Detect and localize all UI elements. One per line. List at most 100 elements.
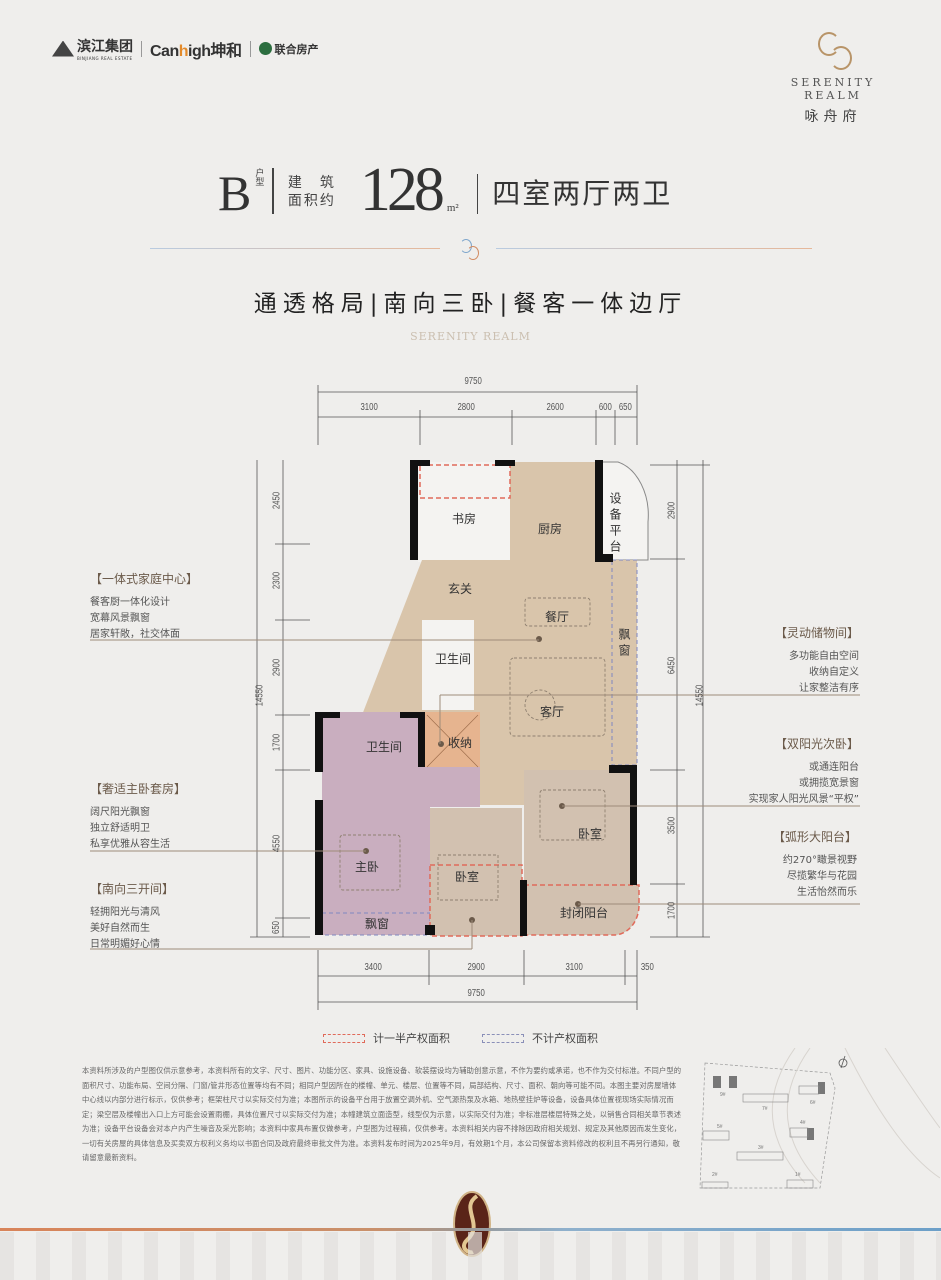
svg-text:1#: 1# bbox=[795, 1172, 801, 1178]
room-storage: 收纳 bbox=[448, 736, 473, 750]
callout-line: 私享优雅从容生活 bbox=[90, 839, 170, 850]
union-mark-icon bbox=[258, 42, 272, 55]
room-bay-window-right: 飘窗 bbox=[617, 628, 631, 660]
divider-line bbox=[496, 248, 812, 249]
callout-line: 实现家人阳光风景“平权” bbox=[748, 794, 859, 805]
callout-line: 阔尺阳光飘窗 bbox=[90, 807, 150, 818]
room-master-bedroom: 主卧 bbox=[355, 860, 380, 874]
title-divider bbox=[476, 174, 479, 214]
room-bedroom-middle: 卧室 bbox=[455, 870, 480, 884]
dim-left-seg: 1700 bbox=[271, 733, 283, 752]
site-building-label: 9# bbox=[720, 1092, 726, 1098]
dim-left-seg: 650 bbox=[270, 920, 282, 935]
callout-line: 轻拥阳光与清风 bbox=[90, 907, 160, 918]
divider-emblem-icon bbox=[459, 238, 479, 260]
callout-line: 宽幕风景飘窗 bbox=[90, 613, 150, 624]
dim-left-seg: 4550 bbox=[271, 834, 283, 853]
callout-line: 收纳自定义 bbox=[809, 667, 859, 678]
logo-separator bbox=[141, 40, 142, 57]
callout-line: 尽揽繁华与花园 bbox=[787, 871, 857, 882]
svg-text:6#: 6# bbox=[810, 1100, 816, 1106]
dim-right-seg: 6450 bbox=[666, 656, 678, 675]
dim-right-seg: 3500 bbox=[666, 816, 678, 835]
svg-text:3#: 3# bbox=[758, 1145, 764, 1151]
dim-right-seg: 1700 bbox=[666, 901, 678, 920]
footer-pattern bbox=[0, 1232, 941, 1280]
callout-line: 独立舒适明卫 bbox=[90, 823, 150, 834]
room-dining: 餐厅 bbox=[545, 610, 570, 624]
layout-type: 四室两厅两卫 bbox=[492, 177, 673, 210]
dim-bottom-seg: 3100 bbox=[565, 962, 583, 973]
dim-left-total: 14550 bbox=[254, 684, 266, 707]
title-divider bbox=[272, 168, 274, 214]
dim-top-seg: 2800 bbox=[457, 402, 475, 413]
canhigh-logo: Canhigh坤和 bbox=[150, 37, 242, 61]
brand-en: SERENITY REALM bbox=[790, 76, 876, 102]
callout-line: 多功能自由空间 bbox=[789, 651, 859, 662]
area-unit: m² bbox=[446, 202, 459, 214]
room-kitchen: 厨房 bbox=[538, 522, 563, 536]
legend-half-area-label: 计一半产权面积 bbox=[373, 1032, 450, 1045]
callout-line: 餐客厨一体化设计 bbox=[90, 597, 170, 608]
room-living: 客厅 bbox=[540, 705, 565, 719]
union-logo: 联合房产 bbox=[258, 41, 319, 57]
callout-title: 【一体式家庭中心】 bbox=[90, 572, 199, 586]
brand-emblem-icon bbox=[816, 30, 852, 70]
callout-line: 居家轩敞，社交体面 bbox=[90, 629, 180, 640]
canhigh-h: h bbox=[178, 42, 189, 60]
dim-top-seg: 3100 bbox=[360, 402, 378, 413]
room-bay-window-bottom: 飘窗 bbox=[365, 917, 390, 931]
dim-right-seg: 2900 bbox=[666, 501, 678, 520]
callout-family-center: 【一体式家庭中心】 餐客厨一体化设计 宽幕风景飘窗 居家轩敞，社交体面 bbox=[90, 570, 198, 643]
svg-text:4#: 4# bbox=[800, 1120, 806, 1126]
room-bathroom-guest: 卫生间 bbox=[435, 652, 472, 666]
callout-south-facing: 【南向三开间】 轻拥阳光与清风 美好自然而生 日常明媚好心情 bbox=[90, 880, 174, 953]
callout-title: 【灵动储物间】 bbox=[774, 626, 859, 640]
divider-line bbox=[150, 248, 440, 249]
room-study: 书房 bbox=[452, 512, 477, 526]
unit-type: B bbox=[218, 165, 252, 221]
svg-text:5#: 5# bbox=[717, 1124, 723, 1130]
canhigh-a: Can bbox=[150, 42, 179, 60]
callout-line: 或通连阳台 bbox=[809, 762, 859, 773]
legend-blue-dashed-icon bbox=[482, 1033, 524, 1043]
callout-line: 美好自然而生 bbox=[90, 923, 150, 934]
callout-title: 【弧形大阳台】 bbox=[772, 830, 857, 844]
disclaimer-text: 本资料所涉及的户型图仅供示意参考，本资料所有的文字、尺寸、图片、功能分区、家具、… bbox=[82, 1066, 682, 1162]
room-bedroom-right: 卧室 bbox=[578, 827, 603, 841]
callout-master-suite: 【奢适主卧套房】 阔尺阳光飘窗 独立舒适明卫 私享优雅从容生活 bbox=[90, 780, 186, 853]
callout-arc-balcony: 【弧形大阳台】 约270°瞰景视野 尽揽繁华与花园 生活怡然而乐 bbox=[773, 828, 857, 901]
callout-line: 约270°瞰景视野 bbox=[782, 855, 857, 866]
area-value: 128 bbox=[359, 156, 445, 224]
dim-bottom-seg: 350 bbox=[640, 962, 654, 973]
room-enclosed-balcony: 封闭阳台 bbox=[560, 906, 609, 920]
dim-bottom-total: 9750 bbox=[467, 988, 485, 999]
callout-line: 日常明媚好心情 bbox=[90, 939, 160, 950]
binjiang-name: 滨江集团 bbox=[77, 39, 133, 55]
logo-separator bbox=[249, 40, 251, 57]
room-foyer: 玄关 bbox=[448, 582, 473, 596]
dim-right-total: 14550 bbox=[694, 684, 706, 707]
site-plan-map: 9# 7# 6# 5# 4# 3# 2# 1# bbox=[699, 1048, 940, 1189]
room-bathroom-master: 卫生间 bbox=[366, 740, 403, 754]
canhigh-c: igh坤和 bbox=[188, 42, 242, 60]
project-brand: SERENITY REALM 咏舟府 bbox=[773, 30, 893, 126]
callout-line: 生活怡然而乐 bbox=[797, 887, 857, 898]
callout-title: 【双阳光次卧】 bbox=[774, 737, 859, 751]
union-name: 联合房产 bbox=[274, 42, 319, 56]
legend-no-area-label: 不计产权面积 bbox=[532, 1032, 598, 1045]
slogan: 通透格局|南向三卧|餐客一体边厅 bbox=[253, 291, 688, 317]
dim-top-total: 9750 bbox=[464, 376, 482, 387]
dim-left-seg: 2300 bbox=[271, 571, 283, 590]
unit-title: B 户型 建 筑面积约 128 m² 四室两厅两卫 bbox=[218, 156, 673, 224]
legend-red-dashed-icon bbox=[323, 1033, 365, 1043]
dim-top-seg: 600 bbox=[598, 402, 612, 413]
callout-storage: 【灵动储物间】 多功能自由空间 收纳自定义 让家整洁有序 bbox=[775, 624, 859, 697]
area-label: 建 筑面积约 bbox=[288, 174, 350, 210]
unit-type-label: 户型 bbox=[253, 168, 264, 186]
dim-bottom-seg: 2900 bbox=[467, 962, 485, 973]
callout-title: 【南向三开间】 bbox=[90, 882, 175, 896]
